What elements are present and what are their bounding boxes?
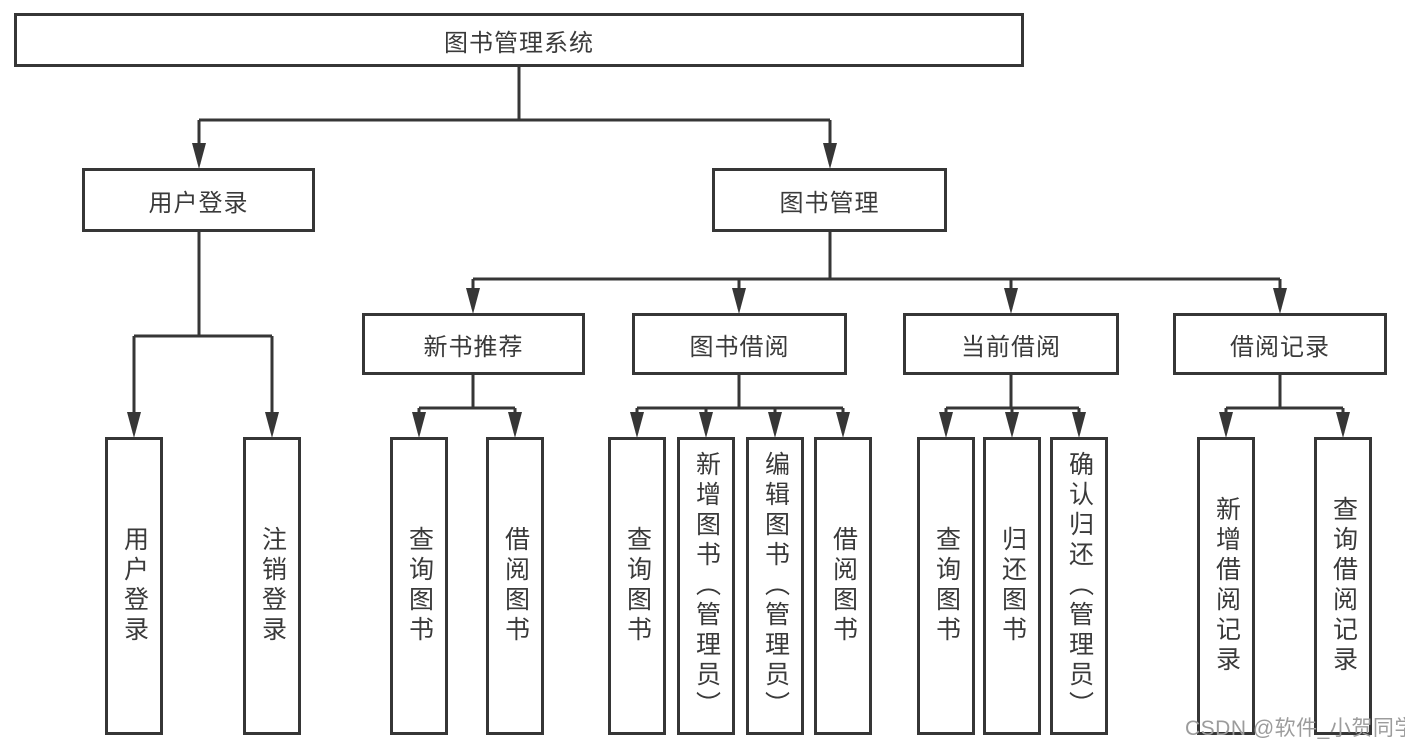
csdn-watermark: CSDN @软件_小贺同学 (1185, 717, 1405, 740)
node-library-management-system: 图书管理系统 (14, 13, 1024, 67)
leaf-confirm-return-admin: 确认归还（管理员） (1050, 437, 1108, 735)
leaf-borrow-books-recommend: 借阅图书 (486, 437, 544, 735)
leaf-logout: 注销登录 (243, 437, 301, 735)
node-book-borrowing-label: 图书借阅 (689, 333, 790, 361)
leaf-edit-book-admin-label: 编辑图书（管理员） (761, 451, 790, 721)
leaf-borrow-books-recommend-label: 借阅图书 (501, 526, 530, 646)
node-borrowing-records-label: 借阅记录 (1230, 333, 1330, 361)
leaf-query-books-current-label: 查询图书 (932, 526, 961, 646)
leaf-query-books-recommend-label: 查询图书 (405, 526, 434, 646)
leaf-query-books-borrowing-label: 查询图书 (623, 526, 652, 646)
leaf-edit-book-admin: 编辑图书（管理员） (746, 437, 804, 735)
node-book-borrowing: 图书借阅 (632, 313, 847, 375)
leaf-query-borrow-record: 查询借阅记录 (1314, 437, 1372, 735)
node-new-book-recommendation: 新书推荐 (362, 313, 585, 375)
node-book-management-label: 图书管理 (779, 189, 880, 217)
leaf-user-login-label: 用户登录 (120, 526, 149, 646)
leaf-logout-label: 注销登录 (258, 526, 287, 646)
leaf-return-book-label: 归还图书 (998, 526, 1027, 646)
leaf-user-login: 用户登录 (105, 437, 163, 735)
leaf-add-borrow-record-label: 新增借阅记录 (1212, 496, 1241, 676)
node-new-book-recommendation-label: 新书推荐 (423, 333, 524, 361)
node-user-login: 用户登录 (82, 168, 315, 232)
leaf-query-borrow-record-label: 查询借阅记录 (1329, 496, 1358, 676)
leaf-add-book-admin: 新增图书（管理员） (677, 437, 735, 735)
leaf-add-borrow-record: 新增借阅记录 (1197, 437, 1255, 735)
node-borrowing-records: 借阅记录 (1173, 313, 1387, 375)
leaf-return-book: 归还图书 (983, 437, 1041, 735)
node-user-login-label: 用户登录 (148, 189, 249, 217)
leaf-borrow-books-label: 借阅图书 (829, 526, 858, 646)
node-current-borrowing: 当前借阅 (903, 313, 1119, 375)
leaf-borrow-books: 借阅图书 (814, 437, 872, 735)
leaf-query-books-recommend: 查询图书 (390, 437, 448, 735)
node-book-management: 图书管理 (712, 168, 947, 232)
leaf-add-book-admin-label: 新增图书（管理员） (692, 451, 721, 721)
leaf-query-books-current: 查询图书 (917, 437, 975, 735)
node-library-management-system-label: 图书管理系统 (444, 29, 594, 57)
leaf-confirm-return-admin-label: 确认归还（管理员） (1065, 451, 1094, 721)
leaf-query-books-borrowing: 查询图书 (608, 437, 666, 735)
node-current-borrowing-label: 当前借阅 (961, 333, 1061, 361)
